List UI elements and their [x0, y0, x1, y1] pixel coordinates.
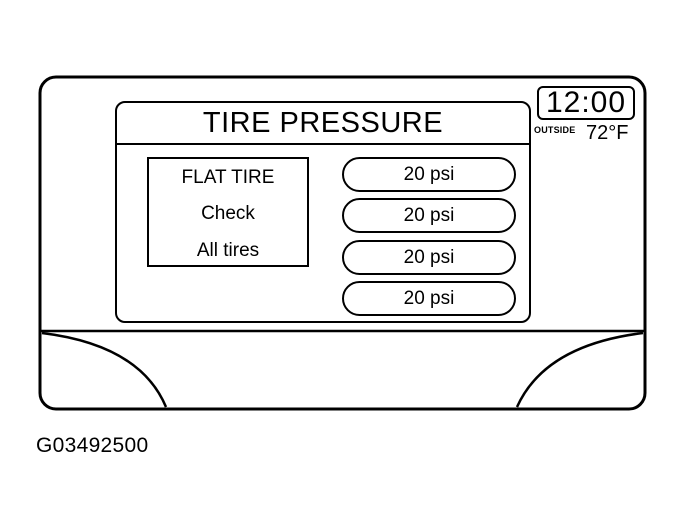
- tire-pressure-screen: TIRE PRESSURE FLAT TIRE Check All tires …: [115, 101, 531, 323]
- flat-tire-warning: FLAT TIRE Check All tires: [147, 157, 309, 267]
- figure-code: G03492500: [36, 434, 149, 457]
- bezel-curve-right: [515, 331, 644, 408]
- title-divider: [117, 143, 529, 145]
- clock-display: 12:00: [537, 86, 635, 120]
- screen-title: TIRE PRESSURE: [202, 107, 444, 139]
- tire-pressure-front-right: 20 psi: [342, 198, 516, 233]
- warning-line-all-tires: All tires: [196, 240, 260, 261]
- bezel-curve-left: [41, 331, 168, 408]
- outside-temp-label: OUTSIDE: [534, 125, 576, 135]
- tire-pressure-rear-left: 20 psi: [342, 240, 516, 275]
- warning-line-flat-tire: FLAT TIRE: [181, 167, 275, 188]
- warning-line-check: Check: [201, 203, 255, 224]
- tire-pressure-rear-right: 20 psi: [342, 281, 516, 316]
- tire-pressure-front-left: 20 psi: [342, 157, 516, 192]
- outside-temp-value: 72°F: [586, 122, 629, 144]
